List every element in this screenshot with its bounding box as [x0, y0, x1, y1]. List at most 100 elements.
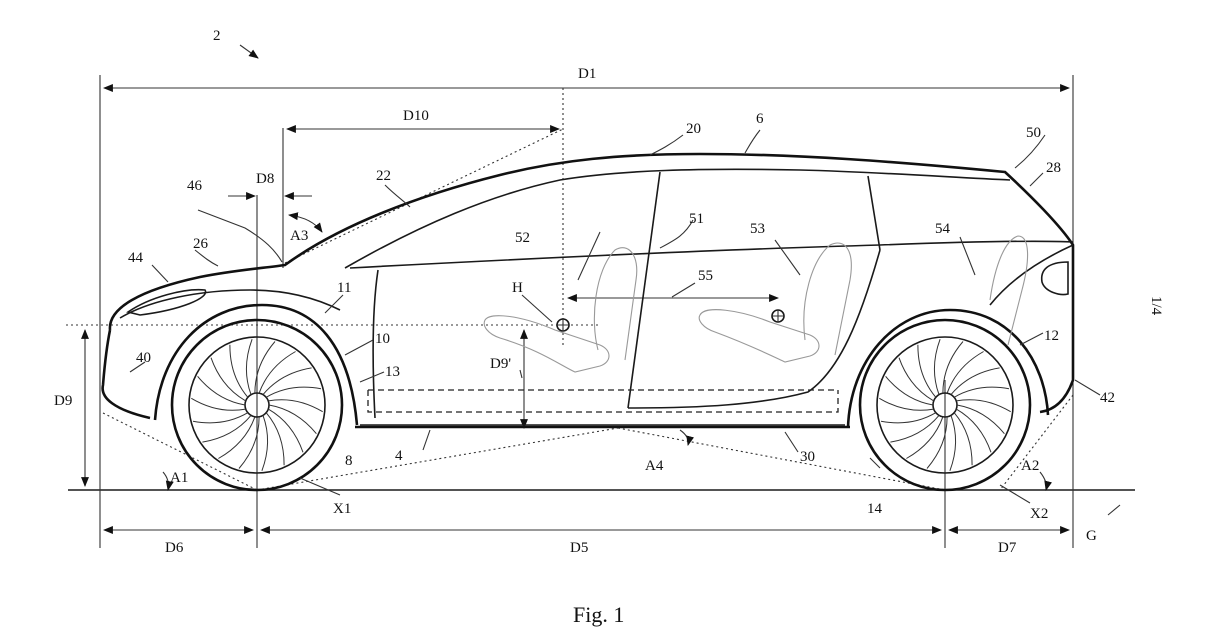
label-spoiler: 50 — [1026, 125, 1041, 141]
label-roof: 6 — [756, 111, 764, 127]
label-front-wheel-arch: 10 — [375, 331, 390, 347]
label-x2: X2 — [1030, 506, 1048, 522]
wheel-spoke — [890, 415, 940, 443]
breakover-line-rear — [617, 427, 946, 491]
label-body: 4 — [395, 448, 403, 464]
label-a3: A3 — [290, 228, 308, 244]
label-rear-arch: 12 — [1044, 328, 1059, 344]
angle-a2-arc — [1039, 471, 1052, 491]
wheel-spoke — [926, 416, 948, 469]
wheel-spoke — [933, 339, 941, 395]
wheel-spoke — [879, 397, 934, 411]
label-front-bumper: 40 — [136, 350, 151, 366]
wheel-spoke — [245, 339, 253, 395]
tail-lamp-shape — [1040, 261, 1069, 296]
front-wheel — [170, 318, 344, 492]
label-seat-spacing: 55 — [698, 268, 713, 284]
wheel-spoke — [950, 367, 1000, 395]
wheel-spoke — [956, 408, 992, 453]
label-windscreen: 22 — [376, 168, 391, 184]
label-d5: D5 — [570, 540, 588, 556]
label-a2: A2 — [1021, 458, 1039, 474]
b-pillar-line — [627, 171, 661, 409]
label-rear-seat: 53 — [750, 221, 765, 237]
angle-a4-arc — [679, 429, 694, 446]
label-a1: A1 — [170, 470, 188, 486]
front-seat — [483, 247, 638, 373]
wheel-spoke — [949, 415, 957, 471]
wheel-spoke — [268, 404, 317, 435]
rear-seat — [698, 242, 852, 363]
label-cowl: 46 — [187, 178, 203, 194]
label-b-pillar: 51 — [689, 211, 704, 227]
cabin-floor-dashed — [367, 390, 839, 413]
wheel-spoke — [261, 415, 269, 471]
hip-point-rear — [771, 309, 785, 323]
label-roof-line: 20 — [686, 121, 701, 137]
breakover-line-front — [256, 427, 619, 491]
headlamp-shape — [126, 288, 207, 316]
wheel-spoke — [880, 412, 937, 424]
label-d9p: D9' — [490, 356, 511, 372]
label-rear-bumper: 42 — [1100, 390, 1115, 406]
label-bonnet: 26 — [193, 236, 209, 252]
figure-caption: Fig. 1 — [573, 602, 624, 627]
label-ground: G — [1086, 528, 1097, 544]
label-hip-point: H — [512, 280, 523, 296]
wheel-spoke — [268, 408, 304, 453]
wheel-spoke — [956, 404, 1005, 435]
leader-lines — [129, 44, 1121, 516]
wheel-spoke — [953, 386, 1010, 398]
label-d8: D8 — [256, 171, 274, 187]
label-vehicle: 2 — [213, 28, 221, 44]
wheel-spoke — [946, 351, 984, 394]
wheel-spoke — [898, 357, 934, 402]
label-floor: 30 — [800, 449, 815, 465]
front-wheel-arch — [153, 303, 359, 426]
wheel-spoke — [906, 416, 944, 459]
label-sheet: 1/4 — [1148, 296, 1164, 316]
label-rear-wheel: 8 — [345, 453, 353, 469]
wheel-spoke — [254, 341, 276, 394]
wheel-spoke — [942, 341, 964, 394]
label-rear-glass: 28 — [1046, 160, 1061, 176]
label-d9: D9 — [54, 393, 72, 409]
wheel-spoke — [262, 367, 312, 395]
front-door-line — [372, 269, 379, 419]
label-a4: A4 — [645, 458, 664, 474]
rear-wheel-arch — [846, 308, 1050, 429]
label-front-arch: 11 — [337, 280, 351, 296]
label-x1: X1 — [333, 501, 351, 517]
wheel-spoke — [258, 351, 296, 394]
wheel-spoke — [265, 386, 322, 398]
third-seat — [989, 235, 1029, 346]
wheel-spoke — [953, 412, 973, 466]
car-outer-silhouette — [101, 152, 1075, 429]
wheel-spoke — [956, 399, 1011, 413]
label-d10: D10 — [403, 108, 429, 124]
rear-wheel-spokes — [879, 339, 1011, 471]
wheel-spoke — [268, 399, 323, 413]
bonnet-line — [119, 289, 341, 319]
departure-line — [999, 394, 1074, 491]
label-third-seat: 54 — [935, 221, 951, 237]
wheel-spoke — [202, 415, 252, 443]
label-d6: D6 — [165, 540, 184, 556]
hip-point-front — [556, 318, 570, 332]
label-wheel-14: 14 — [867, 501, 883, 517]
roof-inner-line — [344, 168, 1011, 269]
wheel-spoke — [238, 416, 260, 469]
wheel-spoke — [192, 412, 249, 424]
belt-line — [349, 240, 1074, 269]
label-d1: D1 — [578, 66, 596, 82]
label-sill: 13 — [385, 364, 400, 380]
rear-wheel — [858, 318, 1032, 492]
wheel-spoke — [885, 375, 934, 406]
rear-door-line — [627, 249, 881, 409]
windscreen-extension — [284, 128, 564, 264]
wheel-spoke — [229, 344, 249, 398]
label-front-seat: 52 — [515, 230, 530, 246]
angle-a1-arc — [162, 471, 174, 491]
c-pillar-line — [867, 175, 881, 251]
